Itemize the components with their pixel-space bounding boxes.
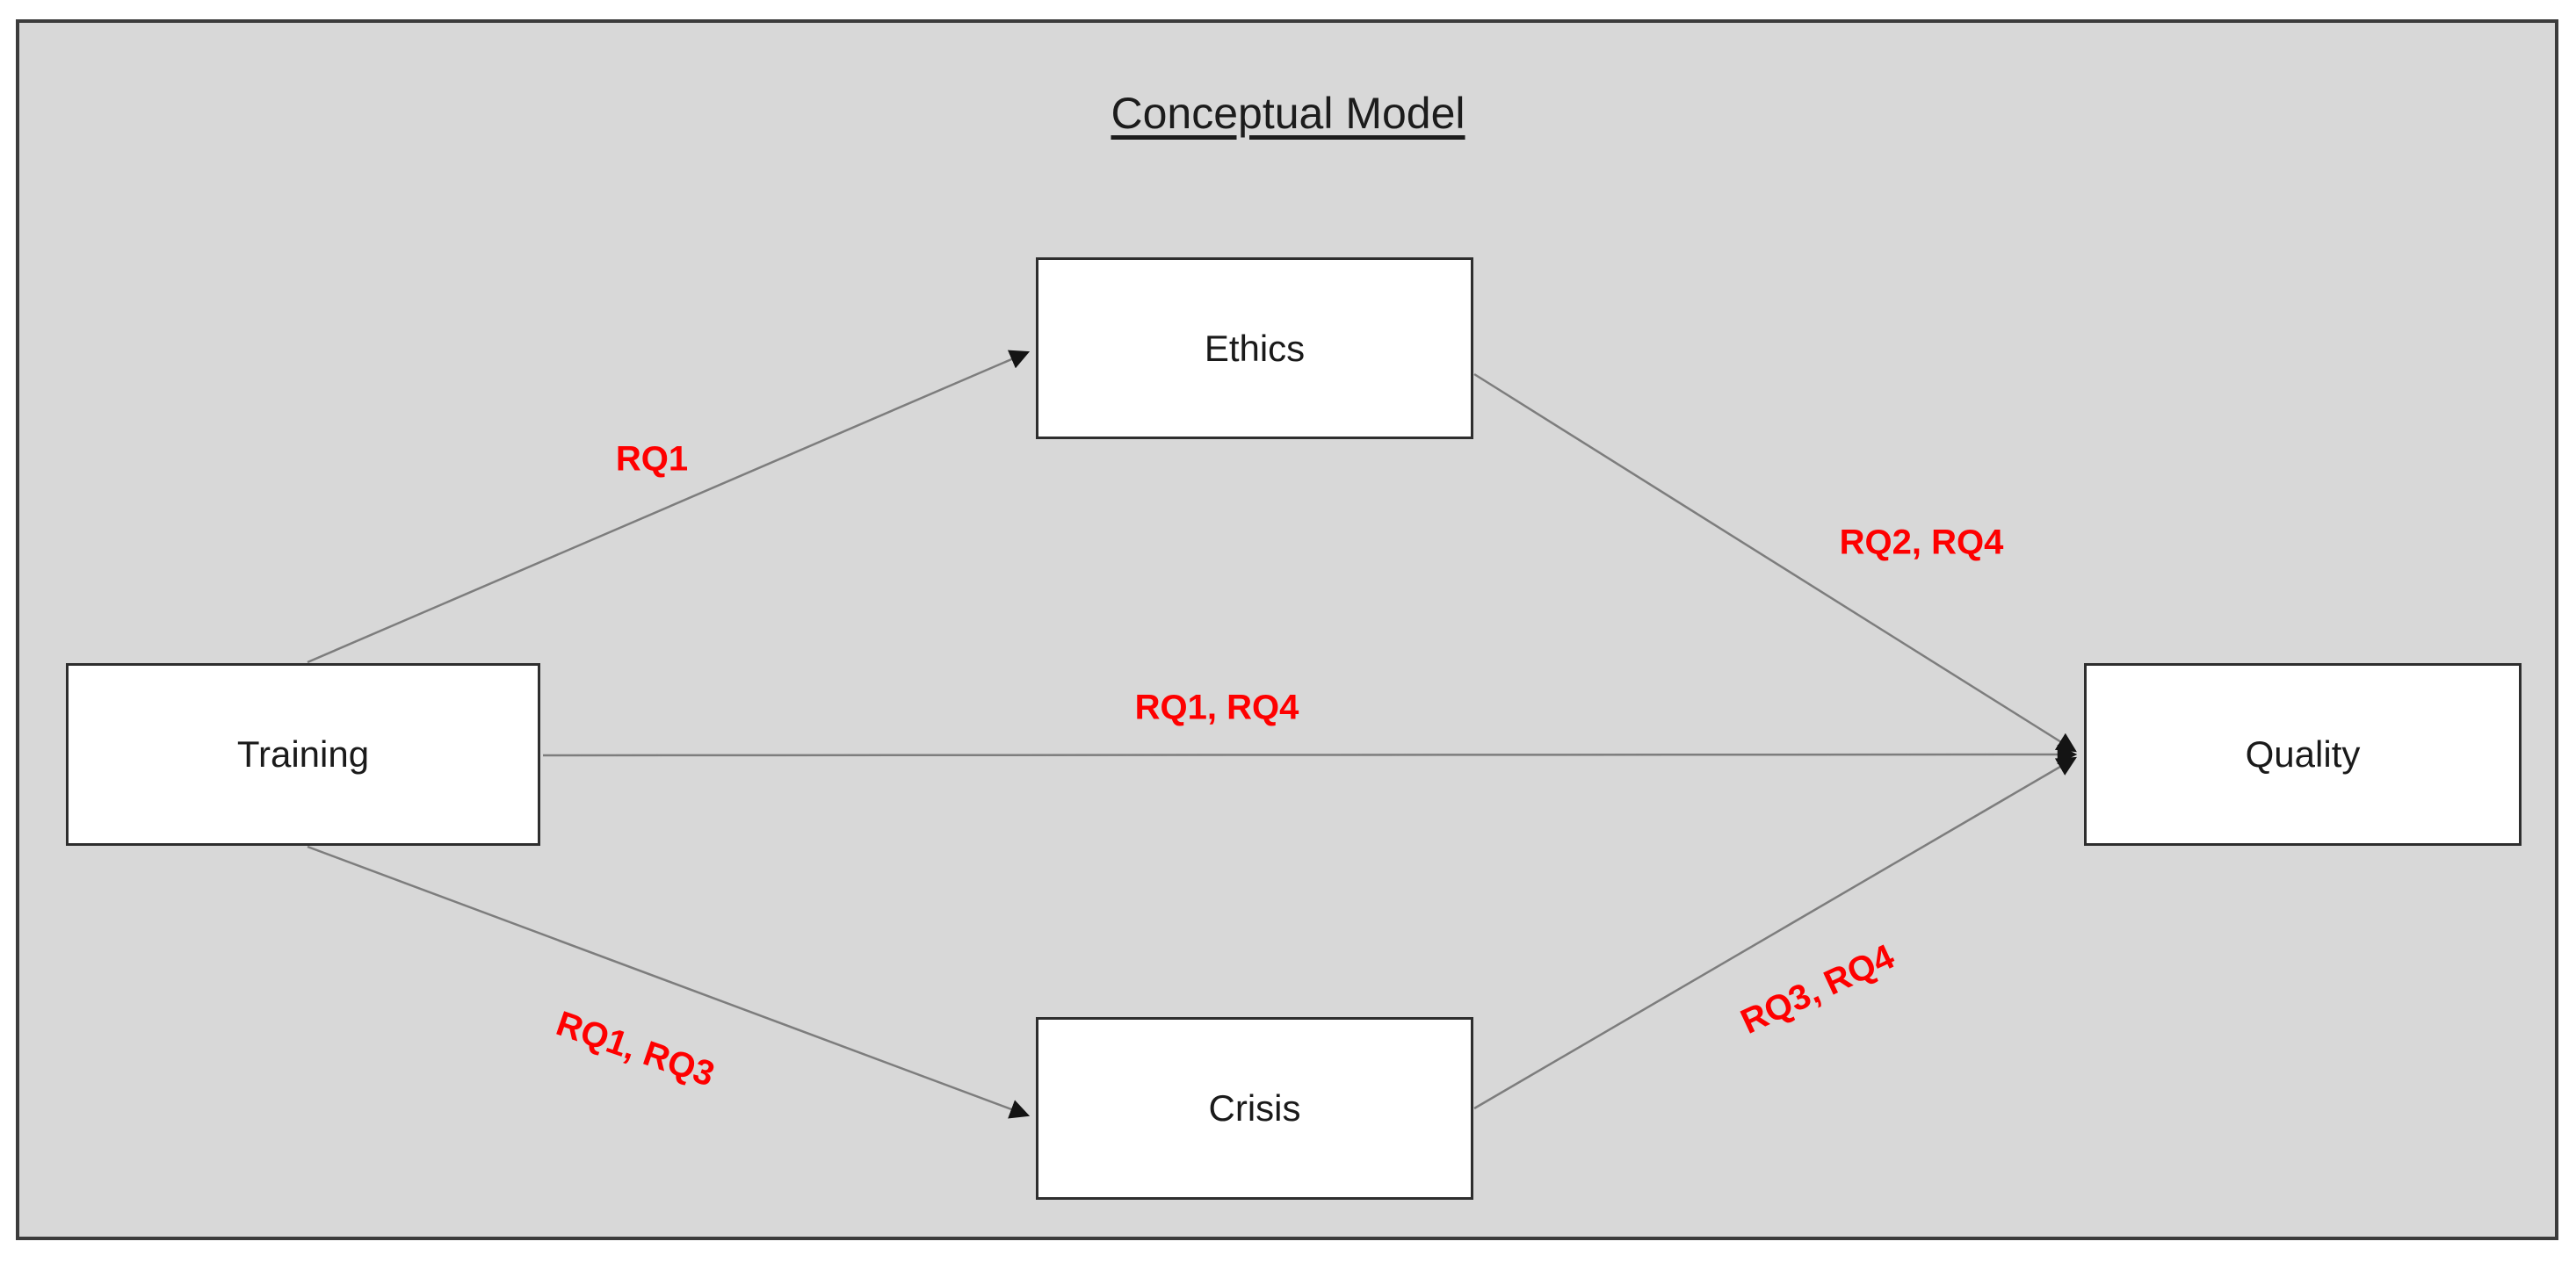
node-ethics-label: Ethics: [1204, 327, 1306, 369]
node-quality-label: Quality: [2245, 733, 2361, 775]
node-quality: Quality: [2084, 663, 2522, 846]
node-crisis: Crisis: [1036, 1017, 1473, 1200]
edge-label-training-ethics: RQ1: [615, 439, 689, 479]
edge-label-ethics-quality: RQ2, RQ4: [1839, 523, 2004, 562]
edge-label-training-quality: RQ1, RQ4: [1134, 688, 1299, 727]
node-training: Training: [66, 663, 540, 846]
diagram-title: Conceptual Model: [1111, 89, 1465, 138]
node-crisis-label: Crisis: [1208, 1087, 1301, 1129]
node-training-label: Training: [236, 733, 370, 775]
node-ethics: Ethics: [1036, 257, 1473, 439]
